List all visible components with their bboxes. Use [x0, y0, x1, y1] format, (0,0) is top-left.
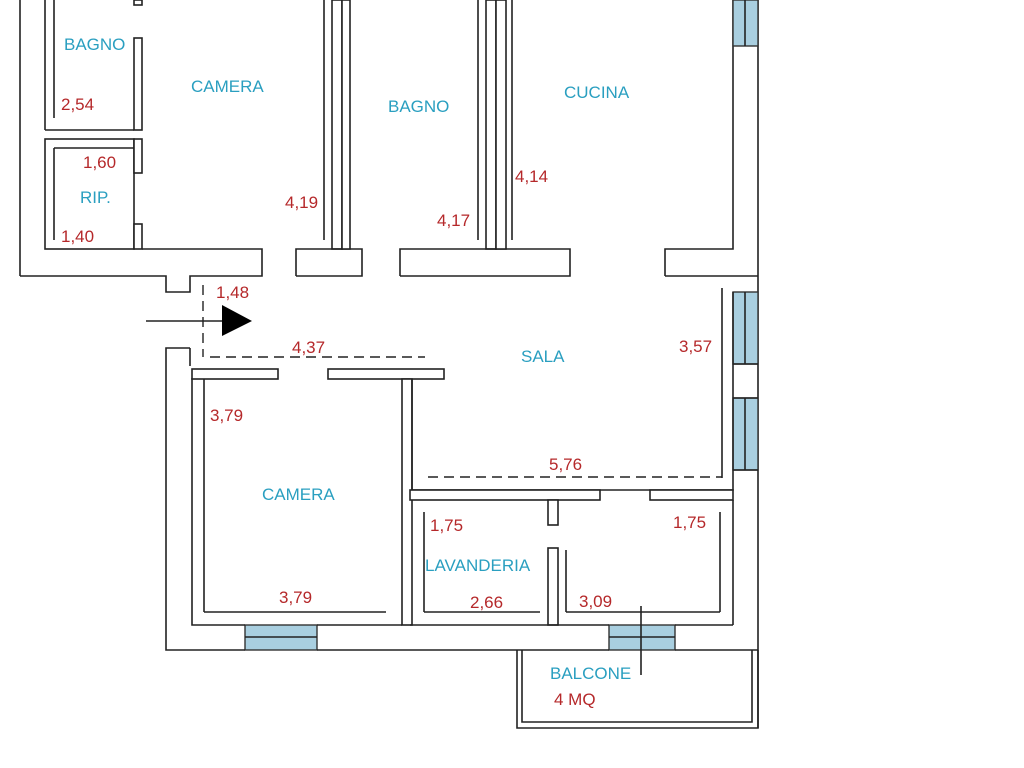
wall-lower-left	[165, 347, 245, 651]
dim-camera-bottom-depth: 3,79	[210, 406, 243, 425]
dim-cucina-depth: 4,14	[515, 167, 548, 186]
wall-camera-right	[331, 0, 343, 250]
wall-bagno-center-left	[341, 0, 351, 250]
wall-bagno-right	[133, 37, 143, 131]
dim-lavanderia-width: 2,66	[470, 593, 503, 612]
dim-rip-bottom: 1,40	[61, 227, 94, 246]
wall-segment-b	[399, 248, 571, 277]
wall-bagno-center-right	[485, 0, 497, 250]
dim-lavanderia-depth: 1,75	[430, 516, 463, 535]
wall-camera-b-right	[401, 378, 413, 626]
dim-balcone-area: 4 MQ	[554, 690, 596, 709]
wall-entry-left	[20, 248, 263, 293]
dim-ingresso: 1,48	[216, 283, 249, 302]
dim-bagno-width: 2,54	[61, 95, 94, 114]
dim-rip-top: 1,60	[83, 153, 116, 172]
dim-right-room-width: 3,09	[579, 592, 612, 611]
wall-rip-box	[44, 138, 135, 250]
entrance-arrow	[146, 305, 252, 336]
wall-rip-right-top	[133, 138, 143, 174]
wall-lav-divider-bottom	[547, 547, 559, 626]
dim-bagno-center-depth: 4,17	[437, 211, 470, 230]
wall-lav-top-right	[649, 489, 734, 501]
dim-camera-top-depth: 4,19	[285, 193, 318, 212]
walls-lower	[165, 288, 759, 729]
dimension-labels: 2,54 1,60 1,40 4,19 4,17 4,14 1,48 4,37 …	[61, 95, 712, 709]
dim-camera-bottom-width: 3,79	[279, 588, 312, 607]
wall-camera-b-top-left	[191, 368, 279, 380]
label-bagno-top-left: BAGNO	[64, 35, 125, 54]
room-labels: BAGNO CAMERA RIP. BAGNO CUCINA SALA CAME…	[64, 35, 631, 683]
label-sala: SALA	[521, 347, 565, 366]
wall-lav-top-left	[409, 489, 601, 501]
wall-top-stub	[133, 0, 143, 6]
wall-segment-a	[295, 248, 363, 277]
dim-sala-depth: 3,57	[679, 337, 712, 356]
label-camera-bottom: CAMERA	[262, 485, 335, 504]
dimension-lines	[202, 285, 722, 675]
wall-camera-b-top-right	[327, 368, 445, 380]
wall-camera-b-outer	[191, 378, 245, 626]
wall-rip-right-bottom	[133, 223, 143, 250]
label-balcone: BALCONE	[550, 664, 631, 683]
label-rip: RIP.	[80, 188, 111, 207]
balcone-outline	[516, 650, 759, 729]
label-camera-top: CAMERA	[191, 77, 264, 96]
label-lavanderia: LAVANDERIA	[425, 556, 531, 575]
wall-cucina-left	[495, 0, 507, 250]
dim-corridor-length: 4,37	[292, 338, 325, 357]
label-cucina: CUCINA	[564, 83, 630, 102]
dim-right-room-depth: 1,75	[673, 513, 706, 532]
entrance-arrow-head	[222, 305, 252, 336]
wall-segment-c	[664, 0, 734, 276]
wall-lav-divider-stub	[547, 499, 559, 526]
label-bagno-center: BAGNO	[388, 97, 449, 116]
windows	[244, 0, 759, 651]
dim-sala-width: 5,76	[549, 455, 582, 474]
balcone-inner	[521, 650, 753, 723]
